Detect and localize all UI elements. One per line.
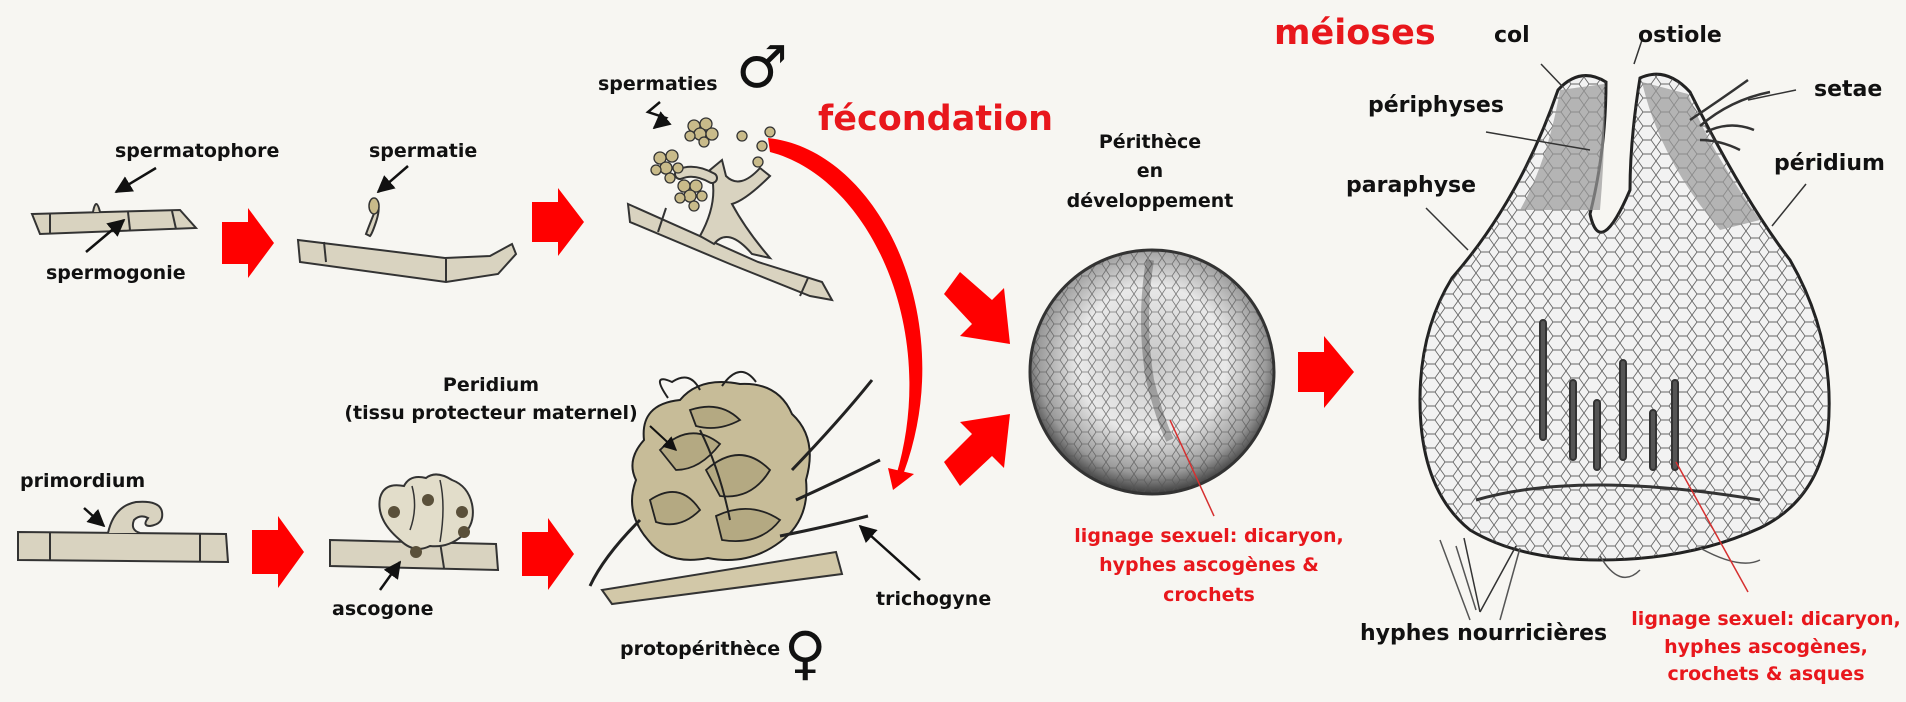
label-primordium: primordium bbox=[20, 470, 146, 492]
spermatie-hypha bbox=[296, 197, 518, 284]
red-arrow-6 bbox=[944, 414, 1010, 486]
label-meioses: méioses bbox=[1274, 13, 1436, 53]
pointer-spermatophore bbox=[114, 166, 157, 194]
label-setae: setae bbox=[1814, 77, 1883, 102]
label-hyphes-nourricieres: hyphes nourricières bbox=[1360, 621, 1608, 646]
label-trichogyne: trichogyne bbox=[876, 588, 992, 610]
red-arrow-3 bbox=[252, 516, 304, 588]
pointer-peridium-right bbox=[1771, 183, 1807, 227]
label-fecondation: fécondation bbox=[818, 99, 1054, 139]
pointer-setae bbox=[1747, 89, 1797, 101]
pointer-primordium bbox=[83, 507, 106, 528]
fecondation-arrowhead bbox=[888, 468, 914, 490]
red-arrow-1 bbox=[222, 208, 274, 278]
red-arrow-5 bbox=[944, 272, 1010, 344]
pointer-paraphyse bbox=[1425, 207, 1469, 251]
label-col: col bbox=[1494, 23, 1530, 48]
label-protoperithece: protopérithèce bbox=[620, 638, 781, 660]
developing-perithece bbox=[1028, 248, 1276, 496]
label-spermatie: spermatie bbox=[369, 140, 478, 162]
mature-perithece bbox=[1418, 72, 1831, 621]
pointer-col bbox=[1540, 63, 1563, 87]
pointer-hyphes-b bbox=[1479, 545, 1517, 613]
primordium-hypha bbox=[17, 500, 230, 564]
pointer-hyphes-a bbox=[1463, 537, 1481, 613]
pointer-ascogone bbox=[378, 560, 402, 591]
label-ostiole: ostiole bbox=[1638, 23, 1722, 48]
red-arrow-7 bbox=[1298, 336, 1354, 408]
ascogone-hypha bbox=[329, 473, 500, 572]
red-arrow-4 bbox=[522, 518, 574, 590]
pointer-spermaties bbox=[645, 101, 672, 130]
label-lignage-2: lignage sexuel: dicaryon, hyphes ascogèn… bbox=[1631, 608, 1901, 686]
protoperithece-drawing bbox=[588, 371, 881, 606]
female-symbol: ♀ bbox=[784, 619, 827, 687]
label-spermatophore: spermatophore bbox=[115, 140, 280, 162]
label-periphyses: périphyses bbox=[1368, 93, 1504, 118]
label-peridium-right: péridium bbox=[1774, 151, 1885, 176]
label-ascogone: ascogone bbox=[332, 598, 434, 620]
pointer-spermogonie bbox=[85, 218, 126, 253]
label-spermogonie: spermogonie bbox=[46, 262, 186, 284]
fecondation-arrow bbox=[768, 138, 923, 476]
spermaties-spores bbox=[650, 117, 776, 212]
label-lignage-1: lignage sexuel: dicaryon, hyphes ascogèn… bbox=[1074, 525, 1344, 606]
label-perithece-dev: Périthèce en développement bbox=[1066, 131, 1234, 212]
male-symbol: ♂ bbox=[736, 33, 788, 101]
label-peridium-mid: Peridium (tissu protecteur maternel) bbox=[344, 374, 638, 424]
pointer-lignage-2 bbox=[1675, 461, 1749, 593]
pointer-periphyses bbox=[1485, 131, 1591, 151]
label-paraphyse: paraphyse bbox=[1346, 173, 1477, 198]
red-arrow-2 bbox=[532, 188, 584, 256]
pointer-ostiole bbox=[1633, 39, 1643, 65]
pointer-peridium bbox=[649, 425, 678, 451]
pointer-spermatie bbox=[376, 165, 409, 194]
pointer-trichogyne bbox=[858, 524, 921, 581]
pointer-lignage-1 bbox=[1169, 419, 1215, 517]
label-spermaties: spermaties bbox=[598, 73, 718, 95]
spermaties-hypha bbox=[626, 158, 834, 302]
